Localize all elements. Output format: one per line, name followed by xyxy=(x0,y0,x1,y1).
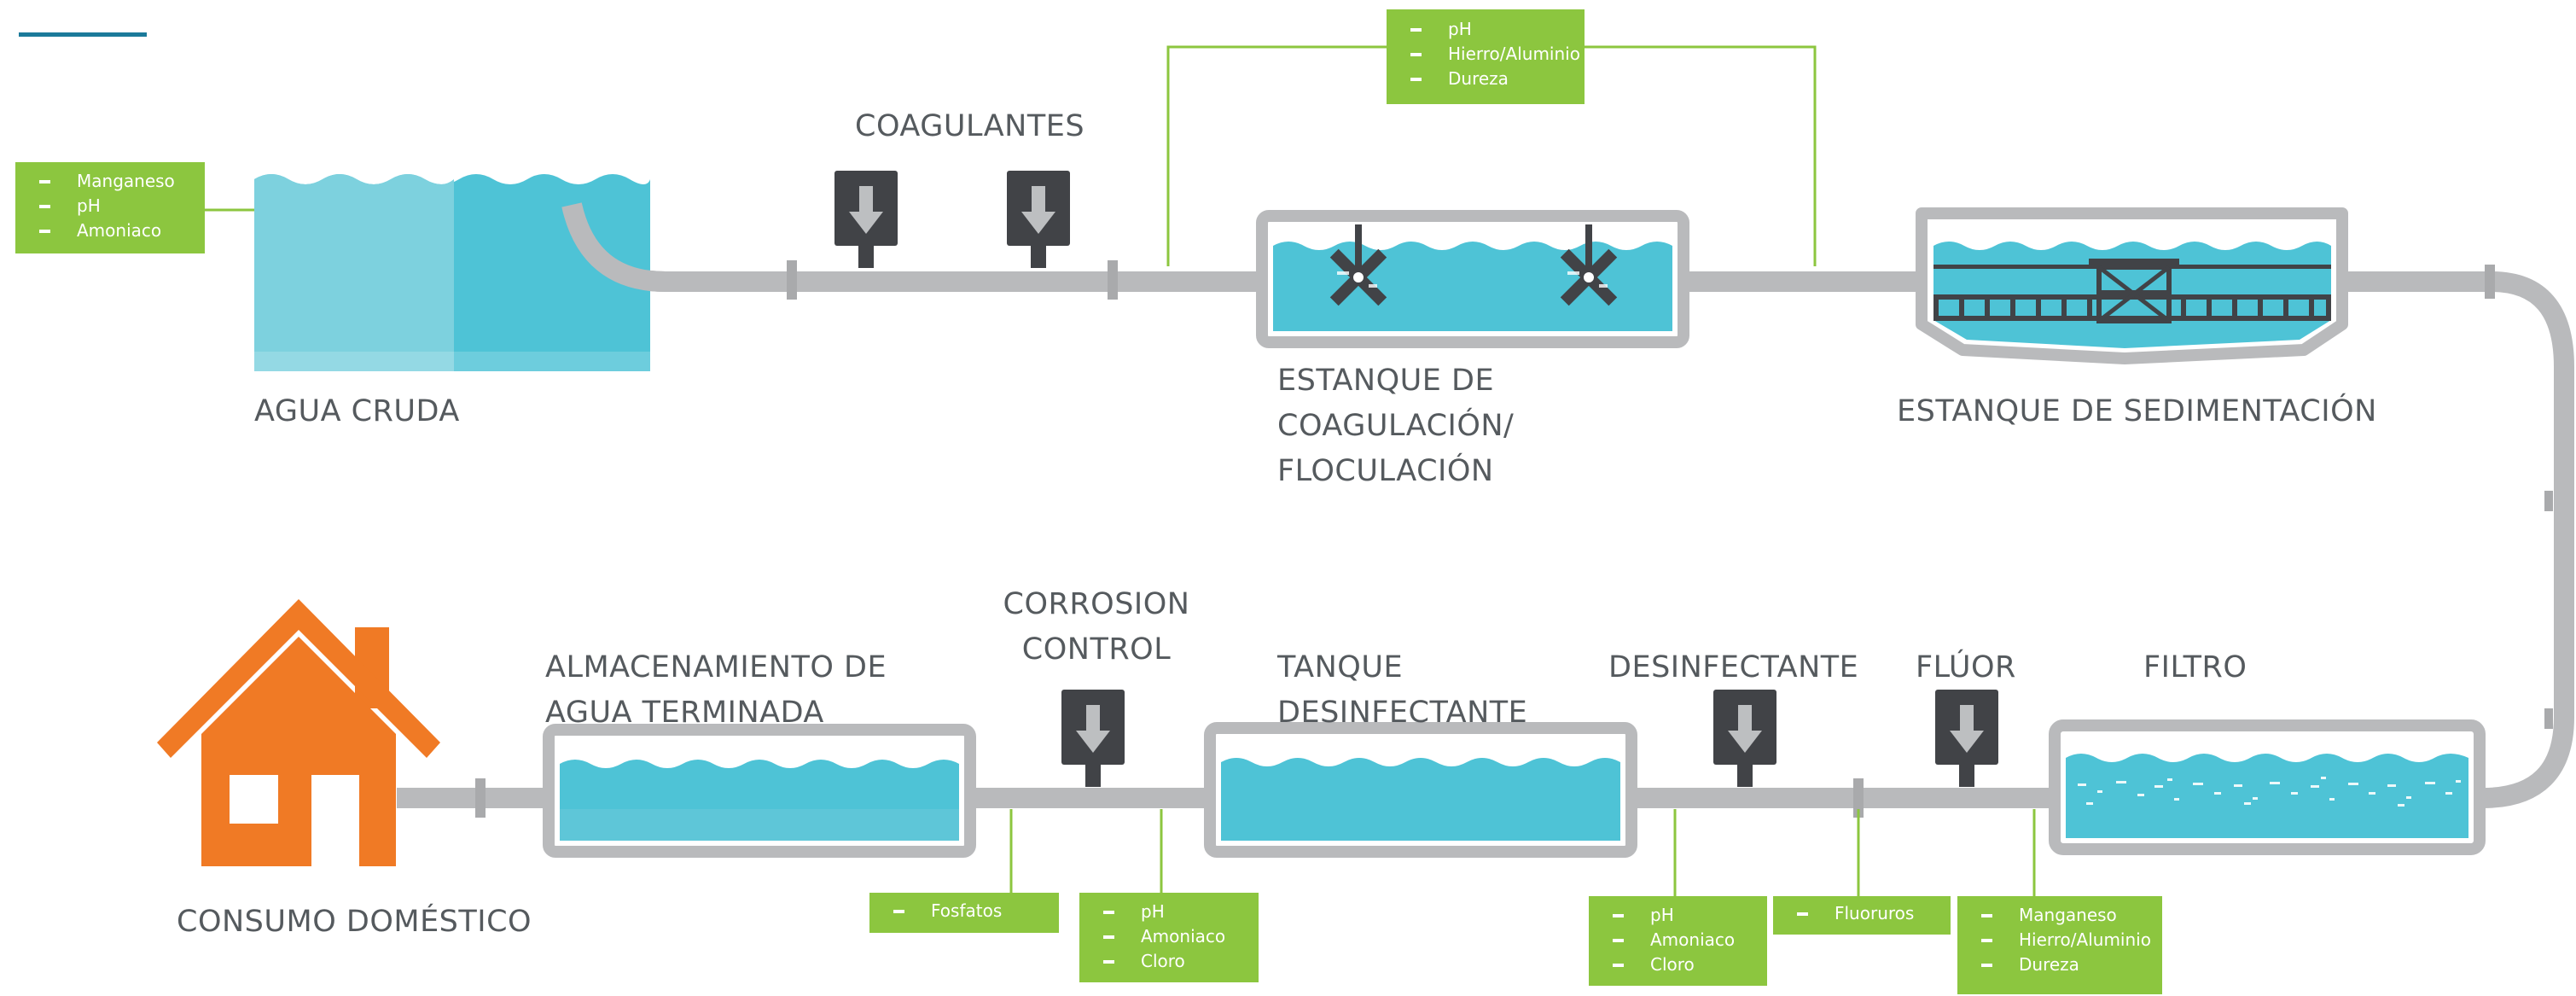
parameter-box-corrosion: pH Amoniaco Cloro xyxy=(1079,893,1259,982)
label-fluoride: FLÚOR xyxy=(1916,650,2016,684)
parameter-item: Manganeso xyxy=(39,169,205,194)
coagulation-tank xyxy=(1256,210,1689,348)
sedimentation-tank xyxy=(1916,207,2348,364)
parameter-item: pH xyxy=(1103,900,1259,924)
parameter-item: Hierro/Aluminio xyxy=(1410,42,1585,67)
label-disinfection-tank: TANQUE DESINFECTANTE xyxy=(1277,650,1528,730)
raw-water-tank xyxy=(254,174,666,371)
storage-tank xyxy=(543,724,976,858)
parameter-box-filter: Manganeso Hierro/Aluminio Dureza xyxy=(1957,896,2162,994)
connector-lines xyxy=(205,45,2036,896)
parameter-item: pH xyxy=(1410,17,1585,42)
disinfection-tank xyxy=(1204,722,1637,858)
label-storage-tank: ALMACENAMIENTO DE AGUA TERMINADA xyxy=(545,650,887,730)
parameter-item: Amoniaco xyxy=(39,218,205,243)
header-accent-line xyxy=(19,32,147,37)
parameter-box-raw-water: Manganeso pH Amoniaco xyxy=(15,162,205,253)
label-disinfectant: DESINFECTANTE xyxy=(1608,650,1859,684)
parameter-item: Amoniaco xyxy=(1613,928,1767,952)
parameter-item: Fosfatos xyxy=(893,899,1059,923)
parameter-item: Dureza xyxy=(1410,67,1585,91)
house-icon xyxy=(157,599,440,866)
label-filter: FILTRO xyxy=(2143,650,2247,684)
parameter-item: pH xyxy=(1613,903,1767,928)
parameter-item: Manganeso xyxy=(1981,903,2162,928)
label-sedimentation-tank: ESTANQUE DE SEDIMENTACIÓN xyxy=(1897,394,2377,428)
parameter-item: pH xyxy=(39,194,205,218)
label-raw-water: AGUA CRUDA xyxy=(254,394,460,428)
parameter-box-fluoride: Fluoruros xyxy=(1773,896,1951,935)
sedimentation-bridge-icon xyxy=(1933,259,2331,323)
parameter-box-disinfection: pH Amoniaco Cloro xyxy=(1589,896,1767,986)
parameter-item: Cloro xyxy=(1613,952,1767,977)
parameter-item: Dureza xyxy=(1981,952,2162,977)
parameter-box-storage: Fosfatos xyxy=(869,893,1059,933)
filter-tank xyxy=(2049,719,2486,855)
parameter-box-coagulation: pH Hierro/Aluminio Dureza xyxy=(1387,9,1585,104)
parameter-item: Amoniaco xyxy=(1103,924,1259,949)
parameter-item: Hierro/Aluminio xyxy=(1981,928,2162,952)
label-coagulation-tank: ESTANQUE DE COAGULACIÓN/ FLOCULACIÓN xyxy=(1277,364,1515,488)
label-domestic-consumption: CONSUMO DOMÉSTICO xyxy=(177,905,532,939)
pipe-flange-icon xyxy=(475,260,2553,818)
label-coagulants: COAGULANTES xyxy=(855,109,1085,143)
parameter-item: Fluoruros xyxy=(1797,901,1951,926)
label-corrosion-control: CORROSION CONTROL xyxy=(1003,587,1190,667)
parameter-item: Cloro xyxy=(1103,949,1259,974)
